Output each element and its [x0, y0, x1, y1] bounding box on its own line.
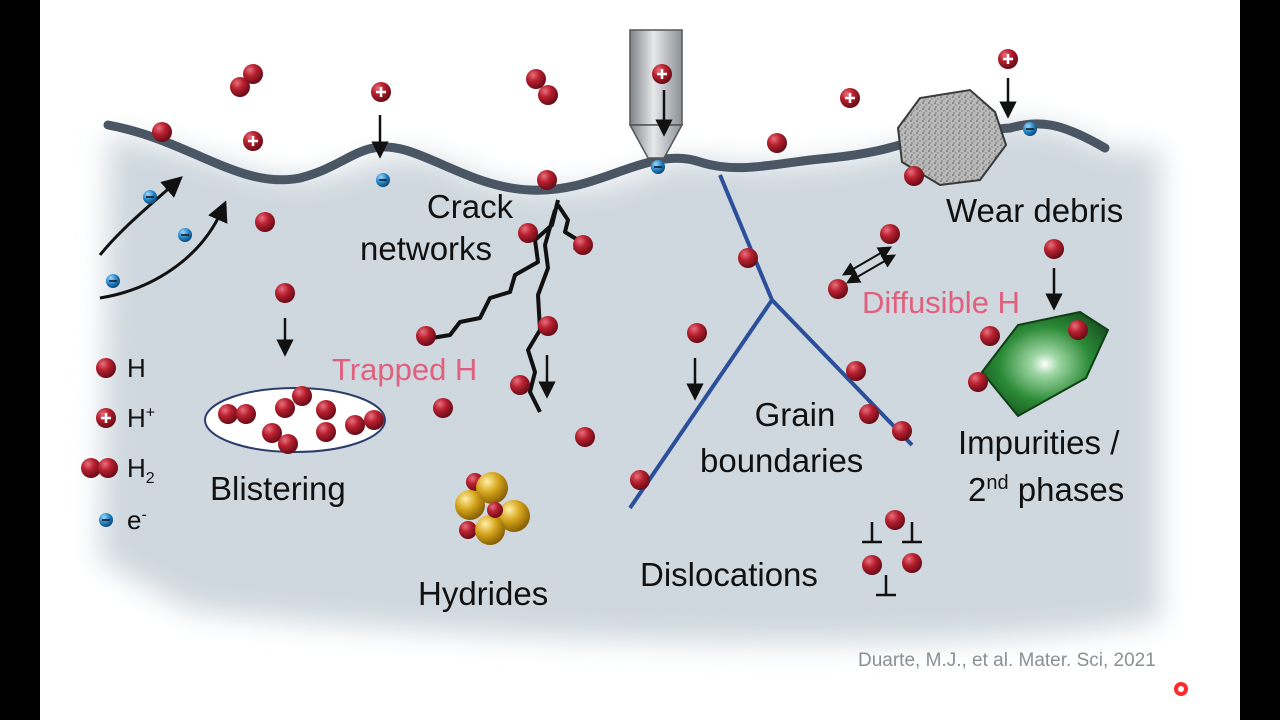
hydrogen-atom: [828, 279, 848, 299]
legend-h-label: H: [127, 353, 146, 383]
electron: [143, 190, 157, 204]
legend-h2-sub: 2: [145, 470, 155, 488]
hydrogen-ion: [243, 131, 263, 151]
legend-electron-text: e: [127, 505, 142, 535]
electron: [178, 228, 192, 242]
hydrogen-atom: [1044, 239, 1064, 259]
hydrogen-atom: [345, 415, 365, 435]
hydrogen-ion: [840, 88, 860, 108]
hydrogen-atom: [859, 404, 879, 424]
dislocations-label: Dislocations: [640, 556, 818, 593]
boundaries-label: boundaries: [700, 442, 864, 479]
hydrogen-atom: [630, 470, 650, 490]
citation: Duarte, M.J., et al. Mater. Sci, 2021: [858, 650, 1156, 671]
diffusible-h-label: Diffusible H: [862, 285, 1020, 320]
hydrogen-atom: [892, 421, 912, 441]
legend-hplus-label: H+: [127, 405, 155, 431]
hydrogen-molecule-atom: [526, 69, 546, 89]
dislocation-symbols: [862, 522, 922, 597]
hydrogen-atom: [902, 553, 922, 573]
hydrogen-atom: [275, 283, 295, 303]
legend-electron-sup: -: [141, 506, 147, 524]
hydrogen-atom: [862, 555, 882, 575]
surface-line: [103, 119, 1110, 195]
hydrogen-atom: [433, 398, 453, 418]
hydrogen-atom: [846, 361, 866, 381]
hydrides-label: Hydrides: [418, 575, 549, 612]
hydrogen-atom: [537, 170, 557, 190]
hydrogen-atom: [510, 375, 530, 395]
networks-label: networks: [360, 230, 493, 267]
hydrogen-atom: [416, 326, 436, 346]
hydrogen-atom: [968, 372, 988, 392]
electron-flow-arrow: [98, 176, 183, 256]
hydrogen-atom: [980, 326, 1000, 346]
electron: [1023, 122, 1037, 136]
hydrogen-atom: [885, 510, 905, 530]
hydrogen-atom: [236, 404, 256, 424]
legend-h2-symbol: [98, 458, 118, 478]
hydrogen-molecule-atom: [230, 77, 250, 97]
hydrogen-diagram: [81, 29, 1188, 696]
legend-electron-symbol: [99, 513, 113, 527]
hydrogen-atom: [316, 400, 336, 420]
electron: [376, 173, 390, 187]
legend-hplus-text: H: [127, 403, 146, 433]
legend-h2-symbol: [81, 458, 101, 478]
hydrogen-atom: [262, 423, 282, 443]
electron: [651, 160, 665, 174]
second-phases-number: 2: [968, 471, 987, 508]
hydrogen-atom: [218, 404, 238, 424]
hydrogen-atom: [364, 410, 384, 430]
hydrogen-atom: [880, 224, 900, 244]
hydrogen-atom: [538, 316, 558, 336]
grain-boundary: [628, 174, 914, 510]
blistering-label: Blistering: [210, 470, 346, 507]
hydrogen-atom: [767, 133, 787, 153]
legend-h-symbol: [96, 358, 116, 378]
legend-symbols: [81, 358, 118, 527]
legend-h2-text: H: [127, 453, 146, 483]
hydrogen-atom: [275, 398, 295, 418]
hydrogen-atom: [518, 223, 538, 243]
hydrogen-atom: [904, 166, 924, 186]
hydride-cluster: [455, 472, 530, 545]
electron-flow-arrow: [99, 200, 228, 300]
diffusion-arrow: [845, 254, 897, 284]
hydrogen-atom: [1068, 320, 1088, 340]
electrons: [106, 122, 1037, 288]
second-phases-superscript: nd: [986, 472, 1009, 494]
hydrogen-atom: [687, 323, 707, 343]
crack-label: Crack: [426, 188, 514, 225]
legend-h2-label: H2: [127, 455, 155, 487]
legend-electron-label: e-: [127, 507, 147, 533]
hydrogen-atom: [573, 235, 593, 255]
blister: [204, 387, 386, 453]
hydrogen-atom: [738, 248, 758, 268]
wear-debris-label: Wear debris: [946, 192, 1124, 229]
legend-hplus-sup: +: [145, 404, 156, 422]
impurities-label: Impurities /: [958, 424, 1120, 461]
hydrogen-molecule-atom: [538, 85, 558, 105]
hydrogen-molecule-atom: [243, 64, 263, 84]
probe-tip: [628, 29, 684, 159]
hydrogen-ions: [243, 49, 1018, 151]
hydrogen-atom: [278, 434, 298, 454]
second-phases-label: 2nd phases: [968, 473, 1124, 506]
hydrogen-ion: [998, 49, 1018, 69]
slide: Crack networks Wear debris Diffusible H …: [40, 0, 1240, 720]
legend-hplus-symbol: [96, 408, 116, 428]
trapped-h-label: Trapped H: [332, 352, 478, 387]
second-phases-text: phases: [1008, 471, 1125, 508]
hydrogen-atom: [292, 386, 312, 406]
hydrogen-atom: [255, 212, 275, 232]
hydrogen-atom: [316, 422, 336, 442]
electron: [106, 274, 120, 288]
hydrogen-atom: [152, 122, 172, 142]
hydrogen-ion: [371, 82, 391, 102]
hydrogen-atom: [575, 427, 595, 447]
grain-label: Grain: [754, 396, 836, 433]
hydrogen-ion: [652, 64, 672, 84]
